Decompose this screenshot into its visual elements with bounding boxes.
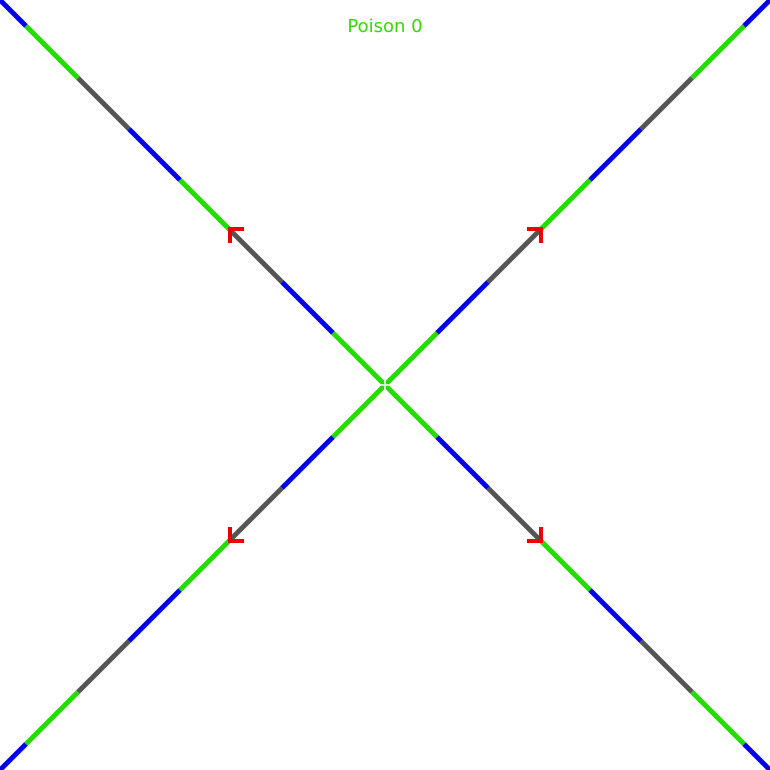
- arm-se-segment-blue: [742, 742, 770, 770]
- arm-nw-segment-green: [331, 331, 387, 387]
- arm-nw-segment-green: [24, 24, 80, 80]
- marker-upper-right: [527, 227, 543, 243]
- arm-sw-segment-green: [24, 690, 80, 746]
- arm-nw-segment-blue: [280, 280, 335, 335]
- poison-status: Poison 0: [347, 16, 423, 37]
- arm-se-segment-gray: [486, 486, 541, 541]
- arm-se-segment-green: [383, 383, 439, 439]
- arm-sw-segment-blue: [280, 435, 335, 490]
- arm-sw-segment-blue: [0, 742, 28, 770]
- arm-ne-segment-blue: [742, 0, 770, 28]
- arm-se-segment-green: [690, 690, 746, 746]
- arm-nw-segment-blue: [0, 0, 28, 28]
- marker-lower-left: [228, 527, 244, 543]
- marker-lower-right: [527, 527, 543, 543]
- arm-sw-segment-green: [331, 383, 387, 439]
- arm-nw-segment-gray: [76, 76, 131, 131]
- arm-ne-segment-blue: [588, 127, 643, 182]
- arm-ne-segment-green: [690, 24, 746, 80]
- arm-ne-segment-green: [537, 178, 592, 233]
- arm-sw-segment-gray: [76, 639, 131, 694]
- marker-upper-left: [228, 227, 244, 243]
- arm-nw-segment-green: [178, 178, 233, 233]
- arm-ne-segment-gray: [486, 229, 541, 284]
- arm-sw-segment-gray: [229, 486, 284, 541]
- arm-ne-segment-blue: [435, 280, 490, 335]
- arm-sw-segment-blue: [127, 588, 182, 643]
- arm-se-segment-blue: [588, 588, 643, 643]
- arm-se-segment-gray: [639, 639, 694, 694]
- arm-ne-segment-green: [383, 331, 439, 387]
- arm-se-segment-green: [537, 537, 592, 592]
- arm-nw-segment-blue: [127, 127, 182, 182]
- arm-nw-segment-gray: [229, 229, 284, 284]
- center-cross: [381, 381, 389, 389]
- arm-sw-segment-green: [178, 537, 233, 592]
- arm-ne-segment-gray: [639, 76, 694, 131]
- arm-se-segment-blue: [435, 435, 490, 490]
- markers: [228, 227, 543, 543]
